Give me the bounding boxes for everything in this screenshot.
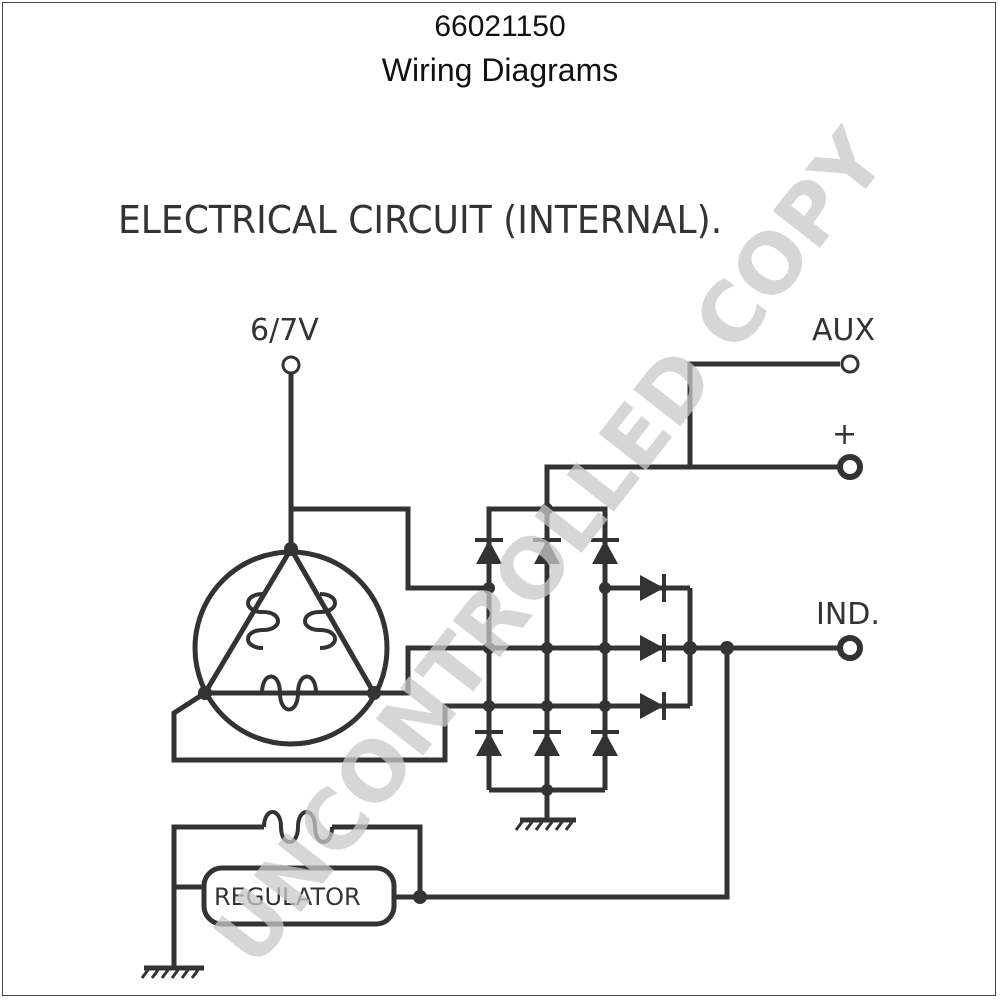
label-plus: + (832, 417, 857, 452)
terminal-aux (840, 354, 860, 374)
label-regulator: REGULATOR (214, 883, 361, 911)
terminal-ind (837, 635, 863, 661)
circuit-title: ELECTRICAL CIRCUIT (INTERNAL). (118, 198, 723, 242)
terminal-67v (281, 355, 301, 375)
terminal-plus (837, 454, 863, 480)
label-aux: AUX (812, 313, 875, 348)
page-subtitle: Wiring Diagrams (381, 52, 619, 88)
part-number: 66021150 (434, 10, 566, 43)
label-67v: 6/7V (250, 313, 319, 348)
watermark: UNCONTROLLED COPY (196, 112, 905, 983)
label-ind: IND. (816, 597, 880, 632)
